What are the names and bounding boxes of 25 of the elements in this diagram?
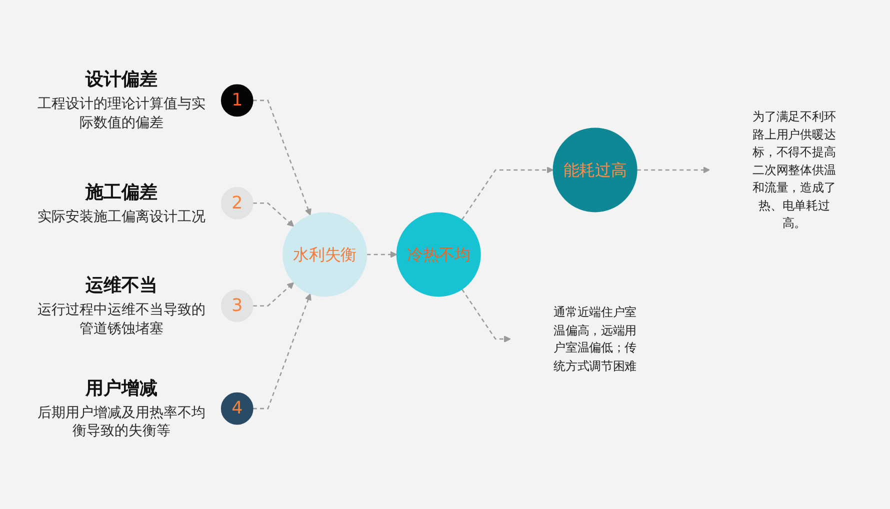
heading: 施工偏差 [84, 180, 158, 204]
node-circle: 4 [220, 392, 254, 425]
node-circle: 3 [220, 290, 254, 322]
heading: 设计偏差 [84, 68, 158, 92]
node-circle: 水利失衡 [282, 212, 368, 297]
arrow [252, 202, 294, 227]
node-circle: 能耗过高 [552, 128, 638, 212]
node-circle: 1 [220, 84, 254, 117]
description: 后期用户增减及用热率不均衡导致的失衡等 [36, 404, 206, 442]
heading: 运维不当 [84, 274, 158, 297]
arrow [461, 166, 554, 220]
heading: 用户增减 [84, 376, 158, 400]
node-text: 为了满足不利环路上用户供暖达标，不得不提高二次网整体供温和流量，造成了热、电单耗过高。 [752, 109, 836, 230]
arrow [461, 288, 511, 343]
node-text: 通常近端住户室温偏高，远端用户室温偏低；传统方式调节困难 [554, 305, 637, 373]
description: 工程设计的理论计算值与实际数值的偏差 [36, 95, 206, 134]
node-circle: 2 [220, 186, 254, 220]
arrow [252, 282, 294, 306]
description: 实际安装施工偏离设计工况 [36, 208, 206, 227]
arrow [252, 100, 312, 216]
node-circle: 冷热不均 [396, 212, 481, 297]
arrow [252, 293, 312, 410]
arrow [366, 251, 398, 258]
description: 运行过程中运维不当导致的管道锈蚀堵塞 [36, 300, 206, 339]
arrow [636, 166, 710, 174]
